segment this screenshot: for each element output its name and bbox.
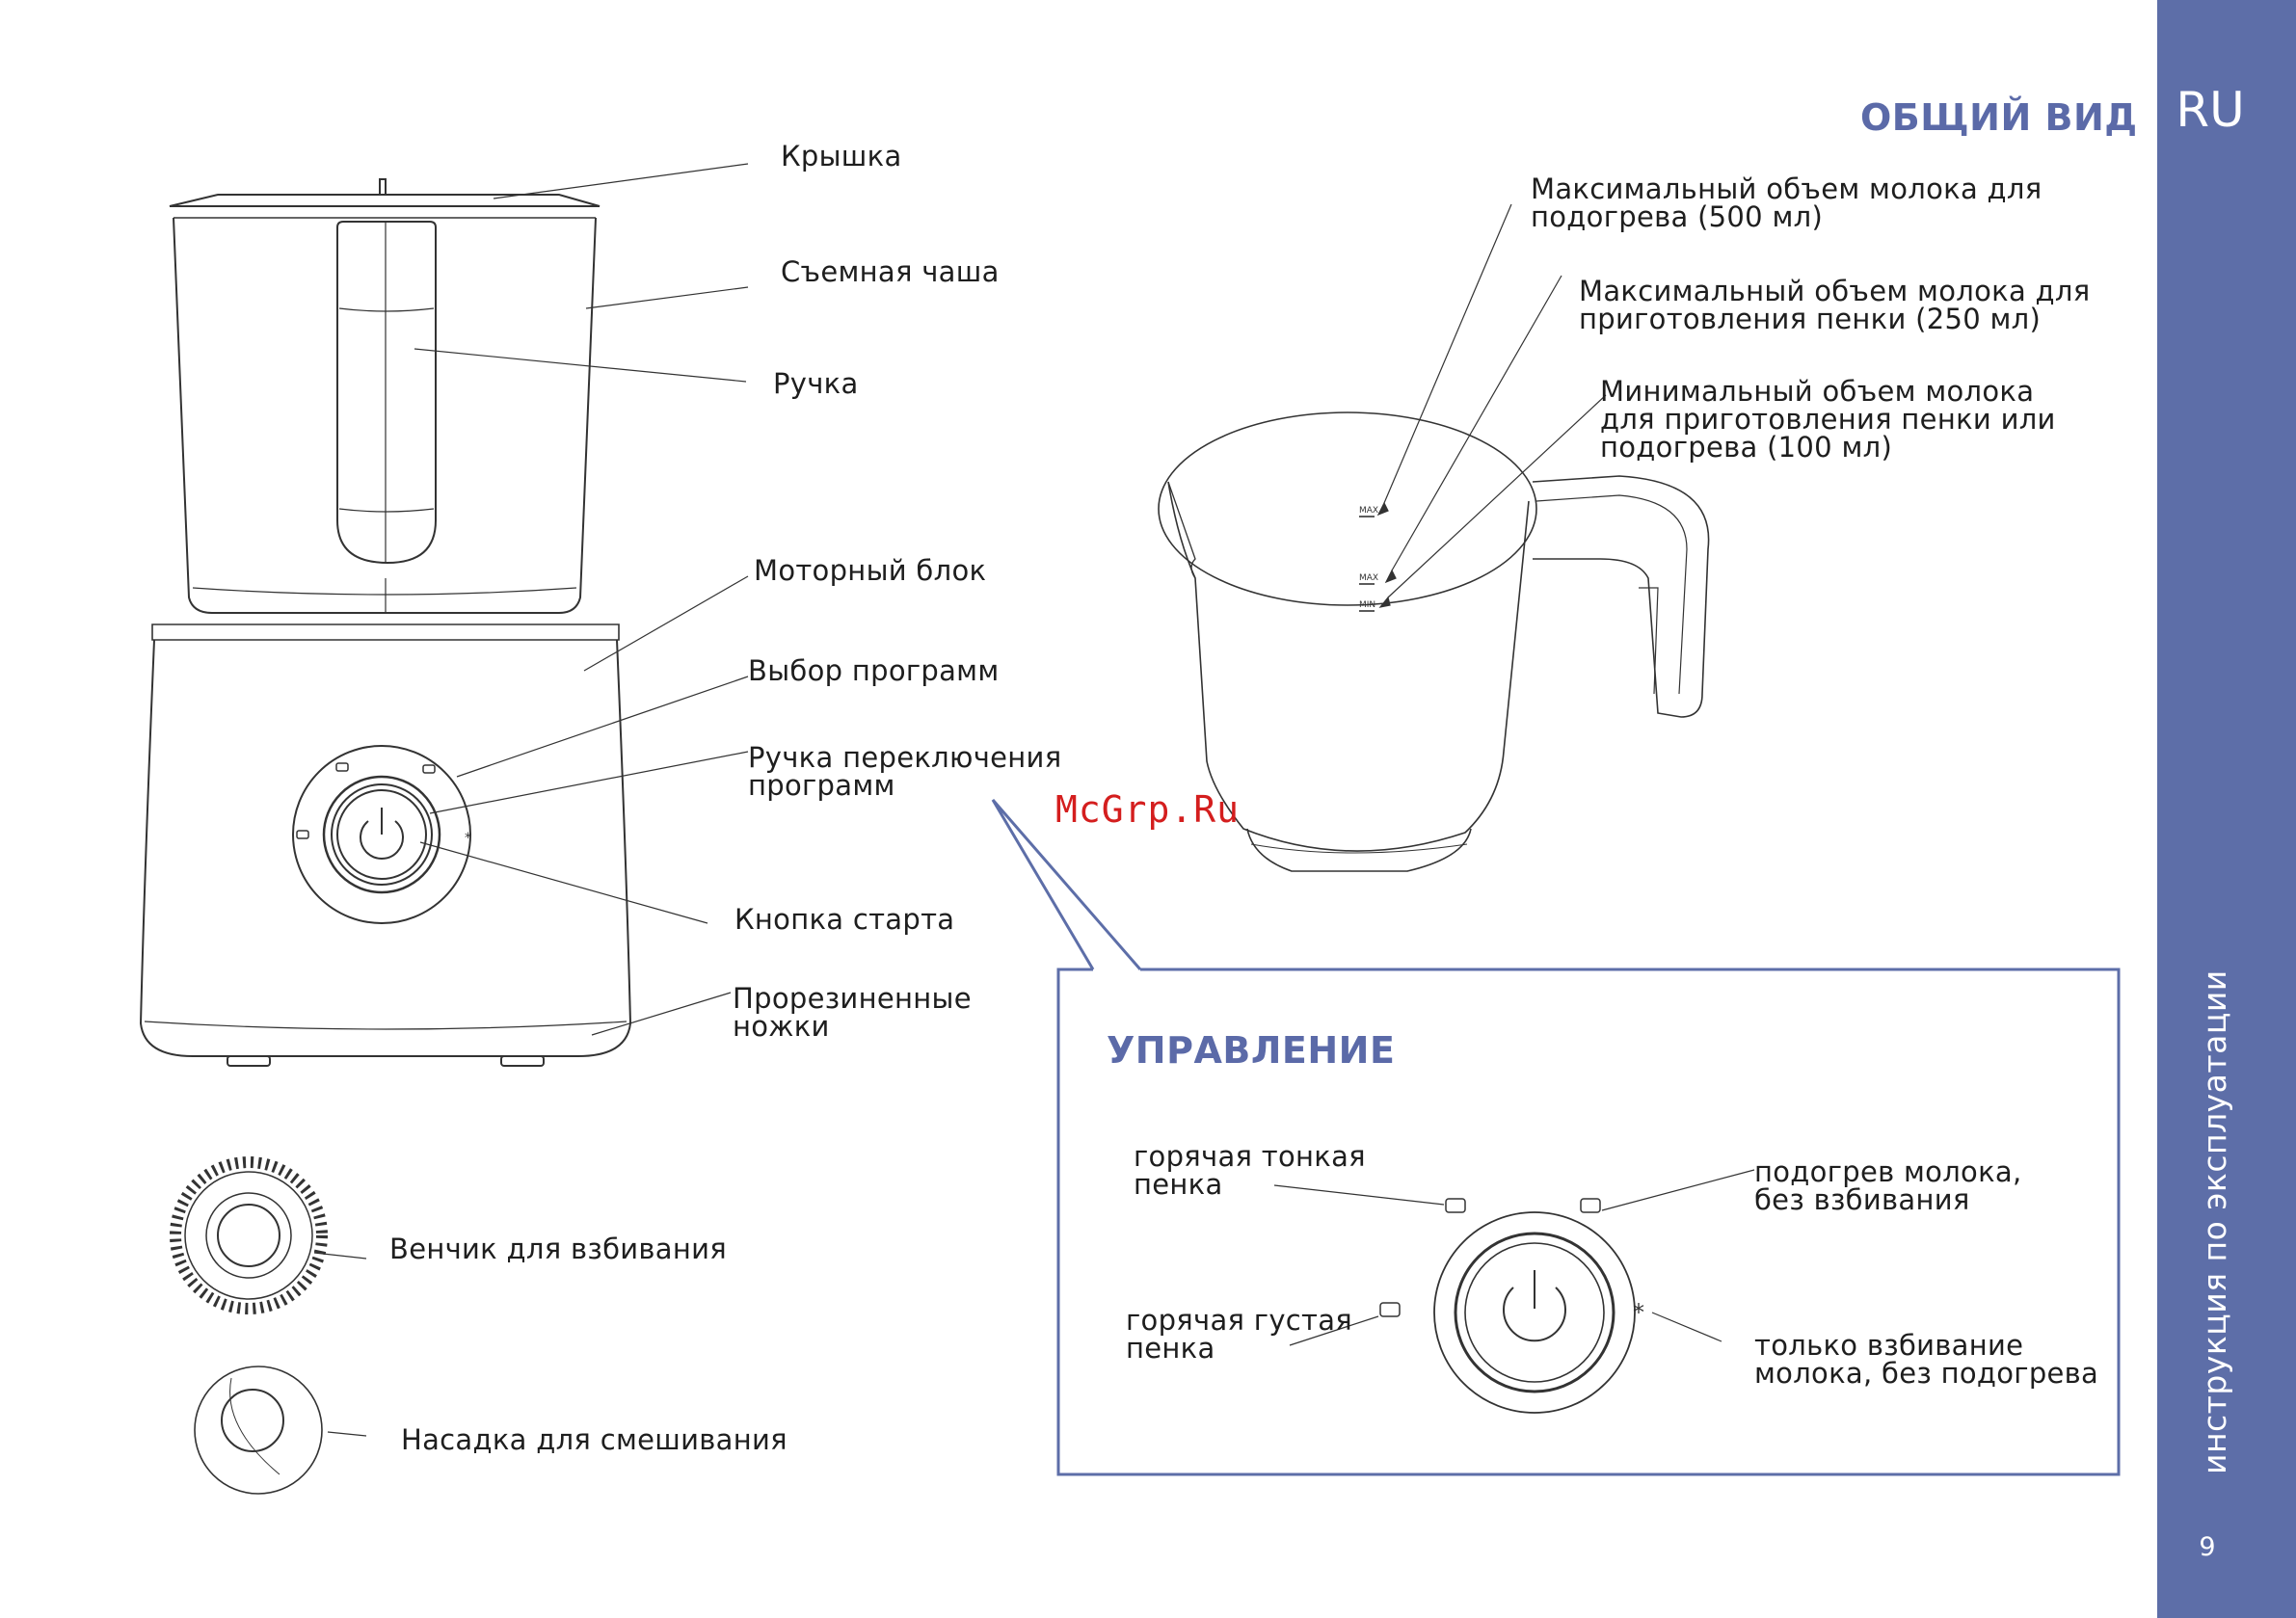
mark-min: MIN bbox=[1359, 600, 1375, 610]
label-heat-only: подогрев молока, без взбивания bbox=[1754, 1158, 2022, 1214]
sidebar-title: инструкция по эксплуатации bbox=[2196, 969, 2233, 1474]
label-min-line2: для приготовления пенки или bbox=[1600, 403, 2056, 436]
jug-leader-lines bbox=[1376, 203, 1607, 608]
label-mixer: Насадка для смешивания bbox=[401, 1423, 788, 1456]
jug-markings: MAX MAX MIN bbox=[1359, 506, 1378, 612]
label-max-foam-line1: Максимальный объем молока для bbox=[1579, 275, 2091, 307]
label-hot-thick-line1: горячая густая bbox=[1126, 1304, 1353, 1337]
label-heat-line2: без взбивания bbox=[1754, 1183, 1970, 1216]
label-feet-line1: Прорезиненные bbox=[733, 982, 972, 1015]
section-title: ОБЩИЙ ВИД bbox=[1860, 96, 2138, 139]
illustrations: * bbox=[139, 163, 2121, 1495]
control-panel-detail: * bbox=[1379, 1198, 1644, 1414]
frother-lid bbox=[169, 178, 601, 219]
mark-max-foam: MAX bbox=[1359, 573, 1378, 583]
label-whisk: Венчик для взбивания bbox=[389, 1233, 728, 1265]
mixing-disc-drawing bbox=[194, 1366, 323, 1495]
label-max-heat-line1: Максимальный объем молока для bbox=[1531, 172, 2042, 205]
label-handle: Ручка bbox=[773, 367, 859, 400]
label-whip-line1: только взбивание bbox=[1754, 1329, 2024, 1362]
label-hot-thin-foam: горячая тонкая пенка bbox=[1134, 1143, 1366, 1199]
label-max-foam-line2: приготовления пенки (250 мл) bbox=[1579, 303, 2042, 335]
label-start: Кнопка старта bbox=[734, 903, 955, 936]
label-feet-line2: ножки bbox=[733, 1010, 830, 1043]
label-motor: Моторный блок bbox=[754, 554, 987, 587]
label-whip-line2: молока, без подогрева bbox=[1754, 1357, 2099, 1390]
language-code: RU bbox=[2176, 82, 2245, 138]
label-hot-thin-line1: горячая тонкая bbox=[1134, 1140, 1366, 1173]
label-heat-line1: подогрев молока, bbox=[1754, 1155, 2022, 1188]
svg-text:*: * bbox=[465, 831, 471, 846]
label-min-line3: подогрева (100 мл) bbox=[1600, 431, 1893, 464]
label-knob-line1: Ручка переключения bbox=[748, 741, 1062, 774]
label-min-line1: Минимальный объем молока bbox=[1600, 375, 2035, 408]
label-hot-thin-line2: пенка bbox=[1134, 1168, 1223, 1201]
label-max-heat: Максимальный объем молока для подогрева … bbox=[1531, 175, 2042, 231]
controls-callout-frame bbox=[991, 799, 2121, 1476]
label-knob-line2: программ bbox=[748, 769, 895, 802]
label-bowl: Съемная чаша bbox=[781, 255, 1000, 288]
frother-dial: * bbox=[292, 745, 471, 924]
label-hot-thick-foam: горячая густая пенка bbox=[1126, 1307, 1352, 1363]
watermark: McGrp.Ru bbox=[1055, 788, 1241, 831]
page-number: 9 bbox=[2199, 1532, 2216, 1562]
frother-bowl bbox=[173, 217, 597, 614]
whisk-drawing bbox=[170, 1156, 328, 1314]
mark-max-heat: MAX bbox=[1359, 506, 1378, 516]
frother-handle-drawing bbox=[336, 221, 437, 565]
sidebar-band bbox=[2157, 0, 2296, 1618]
label-max-foam: Максимальный объем молока для приготовле… bbox=[1579, 278, 2091, 333]
svg-text:*: * bbox=[1633, 1299, 1644, 1326]
controls-title: УПРАВЛЕНИЕ bbox=[1107, 1029, 1396, 1072]
label-min: Минимальный объем молока для приготовлен… bbox=[1600, 378, 2056, 462]
label-program-select: Выбор программ bbox=[748, 654, 1000, 687]
label-max-heat-line2: подогрева (500 мл) bbox=[1531, 200, 1824, 233]
label-feet: Прорезиненные ножки bbox=[733, 985, 972, 1041]
control-leader-lines bbox=[1273, 1169, 1755, 1346]
jug-drawing bbox=[1158, 411, 1710, 872]
label-hot-thick-line2: пенка bbox=[1126, 1332, 1215, 1365]
label-whip-only: только взбивание молока, без подогрева bbox=[1754, 1332, 2098, 1388]
frother-base bbox=[139, 623, 632, 1067]
label-lid: Крышка bbox=[781, 140, 902, 172]
label-knob: Ручка переключения программ bbox=[748, 744, 1061, 800]
